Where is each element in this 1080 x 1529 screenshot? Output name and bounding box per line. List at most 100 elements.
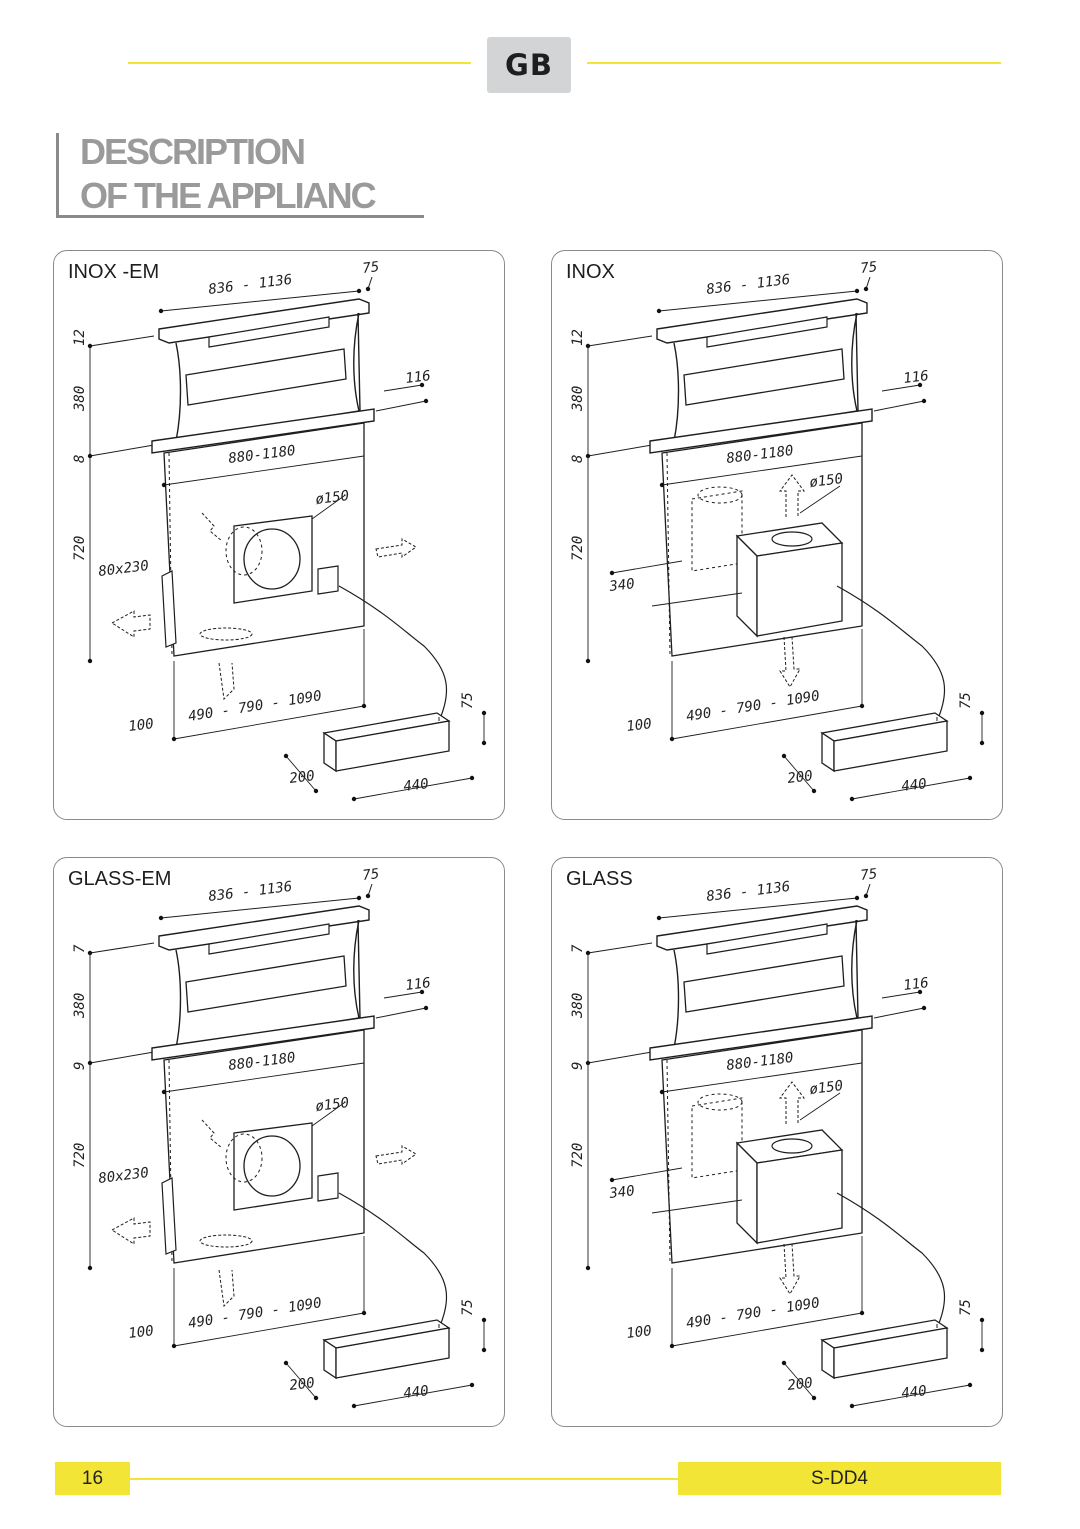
dimension-offset: 100 bbox=[626, 1323, 653, 1342]
dimension-dot bbox=[863, 286, 869, 292]
dimension-line bbox=[651, 592, 743, 607]
dimension-line bbox=[671, 705, 863, 740]
dimension-opening: 80x230 bbox=[98, 558, 150, 580]
dimension-dot bbox=[854, 288, 860, 294]
dimension-motor-w: 440 bbox=[403, 1383, 430, 1402]
dimension-upper: 380 bbox=[72, 386, 88, 412]
language-badge: GB bbox=[487, 37, 571, 93]
hood-slot bbox=[208, 923, 330, 955]
dimension-line bbox=[285, 1362, 317, 1399]
dimension-dot bbox=[87, 1265, 93, 1271]
dimension-dot bbox=[921, 1005, 927, 1011]
motor-box-front bbox=[756, 1149, 843, 1244]
airflow-arrow-diag bbox=[201, 512, 223, 542]
dimension-line bbox=[173, 705, 365, 740]
panel-label: GLASS-EM bbox=[68, 868, 172, 890]
airflow-arrow-down bbox=[218, 662, 235, 701]
dimension-dot bbox=[656, 308, 662, 314]
hood-top-plate bbox=[158, 905, 370, 951]
dimension-width: 836 - 1136 bbox=[208, 272, 294, 298]
dimension-dot bbox=[283, 1360, 289, 1366]
dimension-line bbox=[658, 290, 858, 312]
dimension-top: 7 bbox=[72, 944, 88, 953]
dimension-dot bbox=[351, 1403, 357, 1409]
dimension-mid: 8 bbox=[570, 455, 586, 463]
power-cable bbox=[836, 585, 946, 722]
dimension-depth: 75 bbox=[860, 866, 879, 884]
dimension-dot bbox=[669, 1343, 675, 1349]
duct-ghost-ring bbox=[697, 486, 743, 504]
dimension-line bbox=[375, 400, 427, 412]
panel-label: INOX bbox=[566, 261, 615, 283]
dimension-dot bbox=[849, 796, 855, 802]
dimension-line bbox=[353, 777, 473, 800]
dimension-top: 12 bbox=[72, 329, 88, 346]
dimension-inner: 880-1180 bbox=[228, 443, 297, 467]
dimension-dot bbox=[361, 1310, 367, 1316]
dimension-box: 340 bbox=[608, 576, 636, 595]
dimension-dot bbox=[158, 308, 164, 314]
dimension-motor-w: 440 bbox=[901, 776, 928, 795]
dimension-line bbox=[783, 1362, 815, 1399]
dimension-dot bbox=[609, 1177, 615, 1183]
dimension-depth: 75 bbox=[362, 259, 381, 277]
dimension-line bbox=[163, 1062, 365, 1093]
heading-underline bbox=[56, 215, 424, 218]
dimension-depth: 75 bbox=[860, 259, 879, 277]
dimension-duct: ø150 bbox=[315, 488, 350, 508]
airflow-arrow-up bbox=[779, 474, 805, 517]
dimension-dot bbox=[361, 703, 367, 709]
dimension-line bbox=[163, 455, 365, 486]
hood-top-plate bbox=[656, 905, 868, 951]
dimension-lower: 720 bbox=[570, 1143, 586, 1168]
dimension-dot bbox=[419, 382, 425, 388]
dimension-dot bbox=[158, 915, 164, 921]
dimension-dot bbox=[669, 736, 675, 742]
dimension-dot bbox=[365, 893, 371, 899]
dimension-dot bbox=[979, 1317, 985, 1323]
dimension-dot bbox=[481, 1347, 487, 1353]
dimension-inner: 880-1180 bbox=[228, 1050, 297, 1074]
support-plate bbox=[151, 408, 375, 454]
dimension-line bbox=[383, 384, 423, 392]
dimension-line bbox=[658, 897, 858, 919]
dimension-dot bbox=[659, 482, 665, 488]
casing-edge bbox=[666, 452, 671, 657]
dimension-dot bbox=[863, 893, 869, 899]
dimension-dot bbox=[585, 1265, 591, 1271]
airflow-oval bbox=[199, 1234, 253, 1248]
motor-unit-front bbox=[335, 1327, 450, 1379]
footer-rule bbox=[130, 1478, 678, 1480]
dimension-dot bbox=[313, 788, 319, 794]
dimension-dot bbox=[171, 736, 177, 742]
connector-box bbox=[317, 1172, 339, 1202]
dimension-dot bbox=[365, 286, 371, 292]
support-plate bbox=[649, 1015, 873, 1061]
dimension-upper: 380 bbox=[570, 993, 586, 1019]
dimension-dot bbox=[656, 915, 662, 921]
panel-label: INOX -EM bbox=[68, 261, 160, 283]
dimension-dot bbox=[313, 1395, 319, 1401]
support-plate bbox=[649, 408, 873, 454]
duct-box-ghost bbox=[691, 1097, 743, 1179]
dimension-dot bbox=[161, 482, 167, 488]
support-plate bbox=[151, 1015, 375, 1061]
model-name: S-DD4 bbox=[678, 1462, 1001, 1495]
dimension-motor-h: 75 bbox=[958, 1299, 974, 1316]
dimension-dot bbox=[967, 775, 973, 781]
dimension-dot bbox=[811, 788, 817, 794]
dimension-line bbox=[160, 897, 360, 919]
dimension-depth: 75 bbox=[362, 866, 381, 884]
dimension-dot bbox=[849, 1403, 855, 1409]
dimension-dot bbox=[979, 710, 985, 716]
dimension-dot bbox=[854, 895, 860, 901]
motor-unit-front bbox=[335, 720, 450, 772]
dimension-line bbox=[611, 560, 683, 574]
page-title-line1: DESCRIPTION bbox=[80, 131, 306, 172]
duct-box-ghost bbox=[691, 490, 743, 572]
dimension-dot bbox=[283, 753, 289, 759]
dimension-line bbox=[383, 991, 423, 999]
dimension-line bbox=[873, 400, 925, 412]
connector-box bbox=[317, 565, 339, 595]
